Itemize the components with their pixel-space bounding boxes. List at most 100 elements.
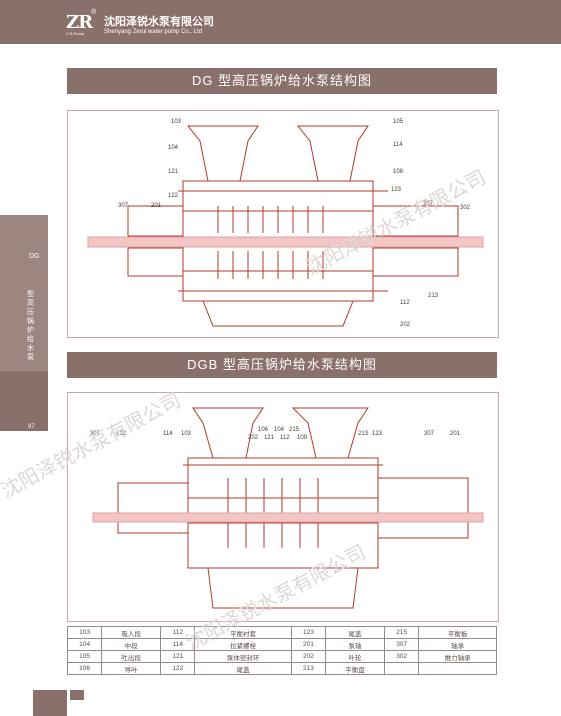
fig1-label-105: 105 (393, 119, 404, 125)
fig2-label-104: 104 (274, 427, 285, 433)
right-bearing-upper (372, 205, 459, 237)
fig1-label-123: 123 (391, 187, 402, 193)
part-name-cell (418, 662, 497, 675)
discharge-flange (296, 125, 369, 182)
fig2-label-123: 123 (372, 431, 383, 437)
part-number-cell: 103 (66, 626, 103, 639)
pump-base (202, 300, 354, 327)
part-number-cell: 121 (160, 650, 196, 663)
dgb-discharge-flange (291, 407, 369, 459)
part-number-cell: 215 (384, 626, 420, 639)
fig1-label-104: 104 (168, 145, 179, 151)
dg-pump-drawing: 103 105 104 114 121 108 122 123 307 201 … (87, 119, 484, 328)
dgb-pump-base (207, 567, 359, 609)
side-title: 型高压锅炉给水泵 (27, 291, 34, 361)
part-number-cell: 106 (66, 662, 103, 675)
dgb-right-bearing (377, 477, 469, 539)
fig1-label-307-right: 307 (423, 201, 434, 207)
left-bearing-lower (127, 247, 184, 277)
fig2-label-213: 213 (358, 431, 369, 437)
part-number-cell: 105 (66, 650, 103, 663)
impellers-lower (217, 251, 324, 279)
company-name-en: Shenyang Zerui water pump Co., Ltd (104, 29, 203, 35)
fig1-label-302: 302 (460, 205, 471, 211)
logo-subtext: Z.R.Pump (66, 31, 85, 36)
side-series-label: DG (29, 253, 40, 260)
left-bearing-upper (127, 205, 184, 237)
fig2-label-201: 201 (450, 431, 461, 437)
section-title-dgb: DGB 型高压锅炉给水泵结构图 (67, 352, 497, 378)
footer-block-small (70, 690, 84, 700)
fig1-label-108: 108 (393, 169, 404, 175)
side-tab (0, 215, 48, 371)
part-name-cell: 叶轮 (324, 650, 386, 663)
dgb-upper-casing (187, 457, 379, 499)
dgb-structure-figure: 307 122 114 103 106 202 121 104 112 215 … (67, 392, 499, 622)
fig2-label-109: 109 (297, 435, 308, 441)
part-number-cell: 123 (290, 626, 327, 639)
part-name-cell: 吐出段 (101, 650, 162, 663)
fig1-label-112: 112 (400, 300, 410, 306)
part-number-cell: 202 (290, 650, 327, 663)
part-number-cell: 104 (66, 638, 103, 651)
fig2-label-103: 103 (181, 431, 192, 437)
fig1-label-122: 122 (168, 193, 179, 199)
part-name-cell: 平衡盘 (324, 662, 386, 675)
fig1-label-121: 121 (168, 169, 179, 175)
fig2-label-215: 215 (289, 427, 300, 433)
part-name-cell: 泵轴 (324, 638, 386, 651)
fig1-label-201: 201 (151, 203, 162, 209)
section-title-dg: DG 型高压锅炉给水泵结构图 (67, 68, 497, 94)
part-name-cell: 中段 (101, 638, 162, 651)
fig1-label-114: 114 (393, 142, 403, 148)
fig1-label-202: 202 (400, 322, 411, 328)
part-number-cell: 213 (290, 662, 327, 675)
part-number-cell: 302 (384, 650, 420, 663)
fig2-label-307-left: 307 (90, 431, 101, 437)
part-name-cell: 吸入段 (101, 626, 162, 639)
part-number-cell: 201 (290, 638, 327, 651)
company-name-cn: 沈阳泽锐水泵有限公司 (104, 16, 214, 28)
fig1-label-213: 213 (428, 293, 439, 299)
fig2-label-307-right: 307 (424, 431, 435, 437)
page-number: 97 (28, 424, 35, 430)
fig2-label-106: 106 (258, 427, 269, 433)
fig2-label-112: 112 (280, 435, 290, 441)
fig2-label-122: 122 (116, 431, 127, 437)
suction-flange (186, 125, 259, 182)
pump-shaft (87, 236, 484, 248)
lower-casing (182, 270, 374, 302)
part-number-cell: 307 (384, 638, 420, 651)
dgb-pump-drawing: 307 122 114 103 106 202 121 104 112 215 … (90, 407, 484, 609)
dgb-suction-flange (192, 407, 264, 459)
dgb-lower-casing (187, 522, 379, 569)
fig1-label-103: 103 (171, 119, 182, 125)
part-name-cell: 尾盖 (194, 662, 292, 675)
part-name-cell: 轴承 (418, 638, 497, 651)
fig2-label-114: 114 (163, 431, 173, 437)
right-bearing-lower (372, 247, 459, 277)
fig2-label-202: 202 (248, 435, 259, 441)
part-number-cell: 122 (160, 662, 196, 675)
impellers-upper (217, 206, 324, 233)
company-logo: ZR (66, 12, 93, 33)
fig2-label-121: 121 (264, 435, 275, 441)
side-strip (0, 215, 48, 431)
dgb-left-bearing (117, 482, 189, 534)
part-name-cell: 泵体密封环 (194, 650, 292, 663)
dgb-pump-shaft (92, 512, 484, 523)
part-name-cell: 推力轴承 (418, 650, 497, 663)
part-name-cell: 导叶 (101, 662, 162, 675)
footer-block (33, 690, 67, 716)
part-name-cell: 平衡板 (418, 626, 497, 639)
part-number-cell (384, 662, 420, 675)
part-name-cell: 尾盖 (324, 626, 386, 639)
fig1-label-307-left: 307 (118, 203, 129, 209)
registered-mark: ® (91, 9, 97, 16)
dg-structure-figure: 103 105 104 114 121 108 122 123 307 201 … (67, 110, 499, 338)
